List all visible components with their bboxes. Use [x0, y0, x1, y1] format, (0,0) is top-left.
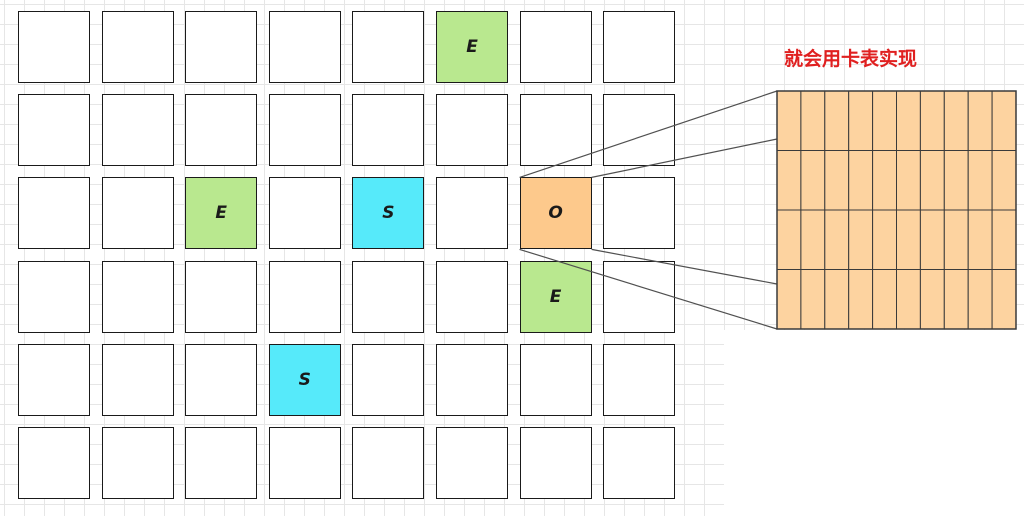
- empty-region: [185, 343, 258, 416]
- empty-region: [18, 94, 90, 167]
- empty-region: [101, 427, 174, 499]
- empty-region: [352, 343, 425, 416]
- empty-region: [185, 260, 258, 333]
- empty-region: [436, 343, 508, 416]
- empty-region: [519, 94, 592, 167]
- empty-region: [185, 427, 258, 499]
- empty-region: [436, 177, 508, 250]
- empty-region: [603, 177, 676, 250]
- empty-region: [436, 260, 508, 333]
- empty-region: [352, 11, 425, 83]
- empty-region: [268, 94, 341, 167]
- empty-region: [519, 427, 592, 499]
- empty-region: [268, 177, 341, 250]
- empty-region: [352, 260, 425, 333]
- empty-region: [18, 427, 90, 499]
- empty-region: [519, 343, 592, 416]
- region-label: E: [466, 37, 478, 57]
- empty-region: [268, 260, 341, 333]
- empty-region: [185, 11, 258, 83]
- empty-region: [352, 427, 425, 499]
- empty-region: [18, 343, 90, 416]
- empty-region: [352, 94, 425, 167]
- empty-region: [18, 260, 90, 333]
- region-label: O: [548, 203, 563, 224]
- empty-region: [436, 427, 508, 499]
- empty-region: [18, 11, 90, 83]
- background-blank-area: [724, 330, 1024, 516]
- empty-region: [436, 94, 508, 167]
- empty-region: [519, 11, 592, 83]
- empty-region: [268, 427, 341, 499]
- survivor-region: S: [268, 343, 341, 416]
- survivor-region: S: [352, 177, 425, 250]
- empty-region: [101, 94, 174, 167]
- eden-region: E: [436, 11, 508, 83]
- empty-region: [185, 94, 258, 167]
- empty-region: [101, 177, 174, 250]
- empty-region: [603, 94, 676, 167]
- region-label: E: [215, 203, 227, 224]
- empty-region: [101, 343, 174, 416]
- empty-region: [603, 343, 676, 416]
- empty-region: [101, 11, 174, 83]
- old-region: O: [519, 177, 592, 250]
- empty-region: [603, 11, 676, 83]
- empty-region: [268, 11, 341, 83]
- region-label: E: [549, 286, 562, 307]
- region-label: S: [298, 369, 311, 390]
- empty-region: [603, 260, 676, 333]
- eden-region: E: [185, 177, 258, 250]
- empty-region: [18, 177, 90, 250]
- card-table-caption: 就会用卡表实现: [784, 48, 918, 70]
- empty-region: [603, 427, 676, 499]
- region-label: S: [382, 203, 395, 224]
- eden-region: E: [519, 260, 592, 333]
- empty-region: [101, 260, 174, 333]
